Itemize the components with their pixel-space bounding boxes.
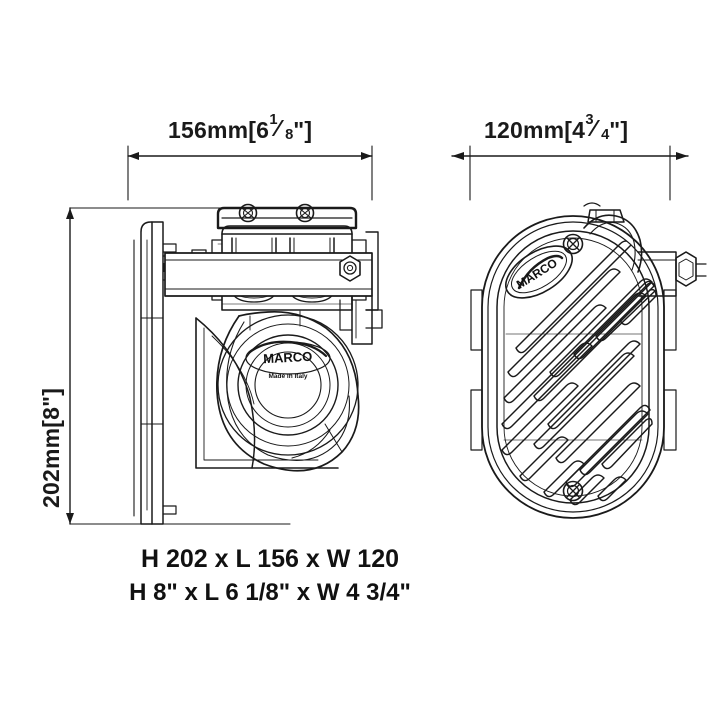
dimension-metric-height: 202mm: [38, 427, 64, 508]
side-view-geometry: [133, 203, 383, 525]
dimension-caption: H 202 x L 156 x W 120 H 8" x L 6 1/8" x …: [60, 543, 480, 609]
side-view-origin-text: Made in Italy: [268, 373, 307, 380]
dimension-label-height: 202mm[8"]: [38, 388, 65, 508]
mounting-bracket-bar: [164, 252, 373, 297]
bracket-open-width: [: [564, 117, 573, 144]
screw-top: [562, 233, 584, 255]
front-view-geometry: [470, 202, 707, 519]
side-view-brand-badge: [245, 340, 331, 375]
fraction-width: 3⁄4: [585, 112, 610, 143]
compressor-housing: [195, 310, 360, 472]
caption-line-metric: H 202 x L 156 x W 120: [140, 545, 400, 573]
cover-plate-edge: [133, 221, 177, 525]
dimension-imperial-unit-width: ": [609, 117, 621, 144]
caption-line-imperial: H 8" x L 6 1/8" x W 4 3/4": [129, 579, 411, 606]
bracket-arm-right: [637, 251, 707, 297]
fraction-length: 1⁄8: [269, 112, 294, 143]
dimension-imperial-whole-width: 4: [572, 117, 586, 144]
bracket-leg-right: [339, 295, 383, 345]
bracket-close-width: ]: [620, 117, 629, 144]
bracket-open-length: [: [248, 117, 257, 144]
bracket-open-height: [: [38, 419, 64, 428]
mounting-clamp: [583, 202, 643, 273]
grille-louvres: [501, 240, 657, 506]
front-view-brand-badge: [505, 245, 573, 299]
dimension-imperial-unit-length: ": [293, 117, 305, 144]
screw-bottom: [562, 480, 584, 502]
dimension-metric-length: 156mm: [168, 117, 249, 144]
dimension-metric-width: 120mm: [484, 117, 565, 144]
side-view-brand-text: MARCO: [263, 349, 313, 367]
dimension-imperial-height: 8": [38, 395, 64, 420]
cover-side-flats: [470, 289, 677, 451]
bracket-close-length: ]: [304, 117, 313, 144]
bracket-close-height: ]: [38, 387, 64, 396]
dimension-imperial-whole-length: 6: [256, 117, 270, 144]
